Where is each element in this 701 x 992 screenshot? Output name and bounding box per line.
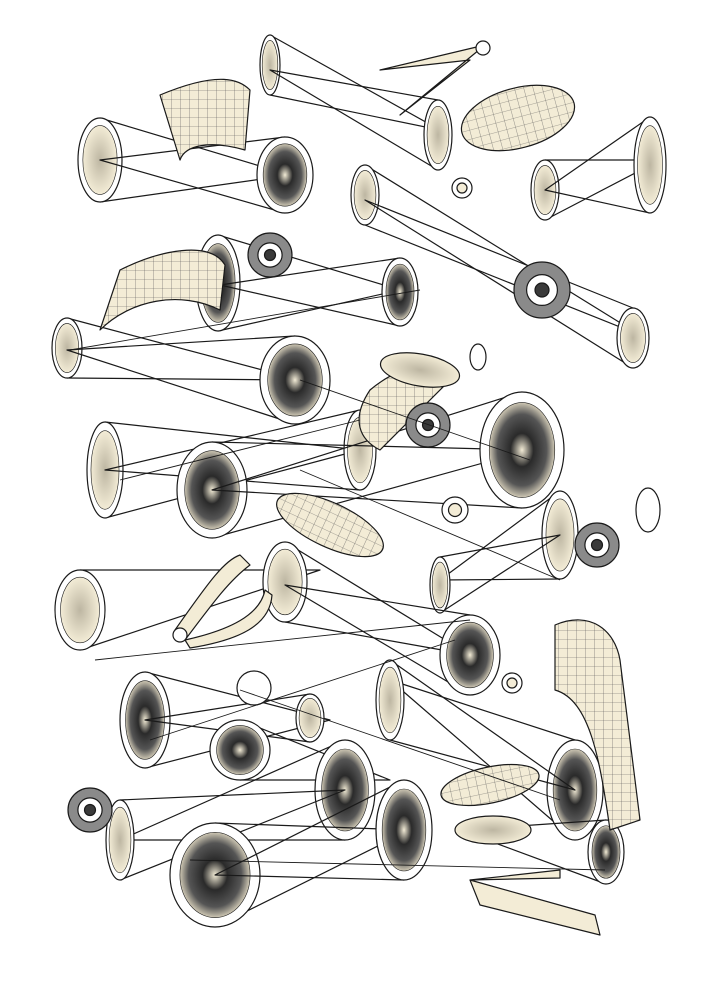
string-line-1 [299,379,531,461]
string-line-0 [149,639,456,741]
string-line-4 [189,859,606,871]
cone-outline-21 [144,671,331,769]
cone-mouth-19 [267,548,303,616]
gear-hub-1 [534,282,550,298]
string-line-3 [239,689,561,801]
grid-ribbon-right [554,619,641,831]
cone-mouth-5 [637,125,663,205]
cone-outline-9 [219,257,401,327]
caliper-arm-right [184,589,273,649]
cone-outline-23 [239,719,391,781]
open-ring [236,670,272,706]
caliper-pivot [172,627,188,643]
cone-mouth-15 [488,402,556,498]
cone-mouth-22 [298,698,322,738]
cone-outline-3 [269,69,439,171]
loose-ellipse-b [635,487,661,533]
gear-hub-3 [590,538,604,552]
grid-disc-middle [276,492,384,558]
shaded-disc-bottom [454,815,532,845]
cone-outline-18 [79,569,321,651]
cone-mouth-18 [60,576,100,644]
divider-tool-top [379,44,486,116]
loose-ellipse-a [469,343,487,371]
cone-outline-29 [389,659,576,791]
gear-hub-4 [83,803,97,817]
cone-mouth-17 [431,561,449,609]
cone-outline-13 [104,409,361,491]
cone-mouth-20 [446,621,494,689]
cone-outline-11 [66,335,296,425]
grid-ribbon-top [159,78,251,161]
cone-mouth-27 [381,788,427,872]
cone-mouth-29 [378,666,402,734]
caliper-arm-left [174,554,251,641]
cone-mouth-6 [353,170,377,220]
cone-mouth-30 [591,825,621,879]
cone-mouth-10 [54,323,79,373]
cone-mouth-11 [267,343,323,417]
small-ring-core-2 [506,677,518,689]
gear-hub-2 [421,418,435,432]
cone-mouth-25 [108,806,132,874]
cone-mouth-23 [216,725,264,775]
gear-hub-0 [263,248,277,262]
string-line-5 [69,289,421,351]
grid-ribbon-left [99,249,226,331]
cone-mouth-3 [426,106,450,165]
cone-mouth-7 [620,313,646,363]
small-ring-core-0 [456,182,468,194]
grid-disc-bottom [440,763,540,807]
cone-mouth-2 [261,40,279,90]
string-line-6 [299,469,561,581]
string-line-7 [119,419,361,481]
divider-tool-bottom [469,869,601,936]
cone-outline-8 [217,234,401,332]
string-line-2 [94,619,471,661]
cone-mouth-1 [262,143,308,207]
cone-outline-5 [544,116,651,214]
shaded-disc-upper [379,352,461,388]
cone-outline-27 [214,779,405,881]
small-ring-core-1 [447,502,463,518]
cone-outline-17 [439,534,561,614]
grid-disc-top [460,84,576,152]
cone-mouth-9 [385,263,415,321]
cone-outline-20 [284,584,471,696]
divider-pivot-top [475,40,491,56]
cone-outline-2 [269,34,441,131]
